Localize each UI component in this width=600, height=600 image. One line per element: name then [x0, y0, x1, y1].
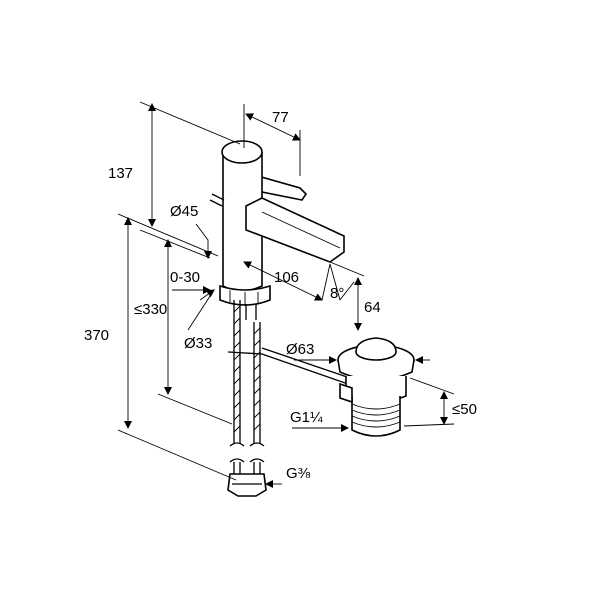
label-le330: ≤330: [134, 301, 167, 318]
label-137: 137: [108, 165, 133, 182]
label-0-30: 0-30: [170, 269, 200, 286]
faucet-body: [209, 140, 351, 497]
pull-rod: [227, 351, 349, 385]
label-le50: ≤50: [452, 401, 477, 418]
label-g3-8: G⅜: [286, 465, 311, 482]
label-106: 106: [274, 269, 299, 286]
label-dia33: Ø33: [184, 335, 212, 352]
cylinder-top: [221, 140, 263, 164]
label-8deg: 8°: [330, 285, 344, 302]
label-370: 370: [84, 327, 109, 344]
hose-connector: [227, 473, 267, 497]
label-77: 77: [272, 109, 289, 126]
pop-up-waste: [337, 337, 415, 437]
label-dia45: Ø45: [170, 203, 198, 220]
label-dia63: Ø63: [286, 341, 314, 358]
spout: [245, 197, 345, 263]
dimension-lines: [117, 101, 455, 488]
label-g1-1-4: G1¼: [290, 409, 323, 426]
label-64: 64: [364, 299, 381, 316]
